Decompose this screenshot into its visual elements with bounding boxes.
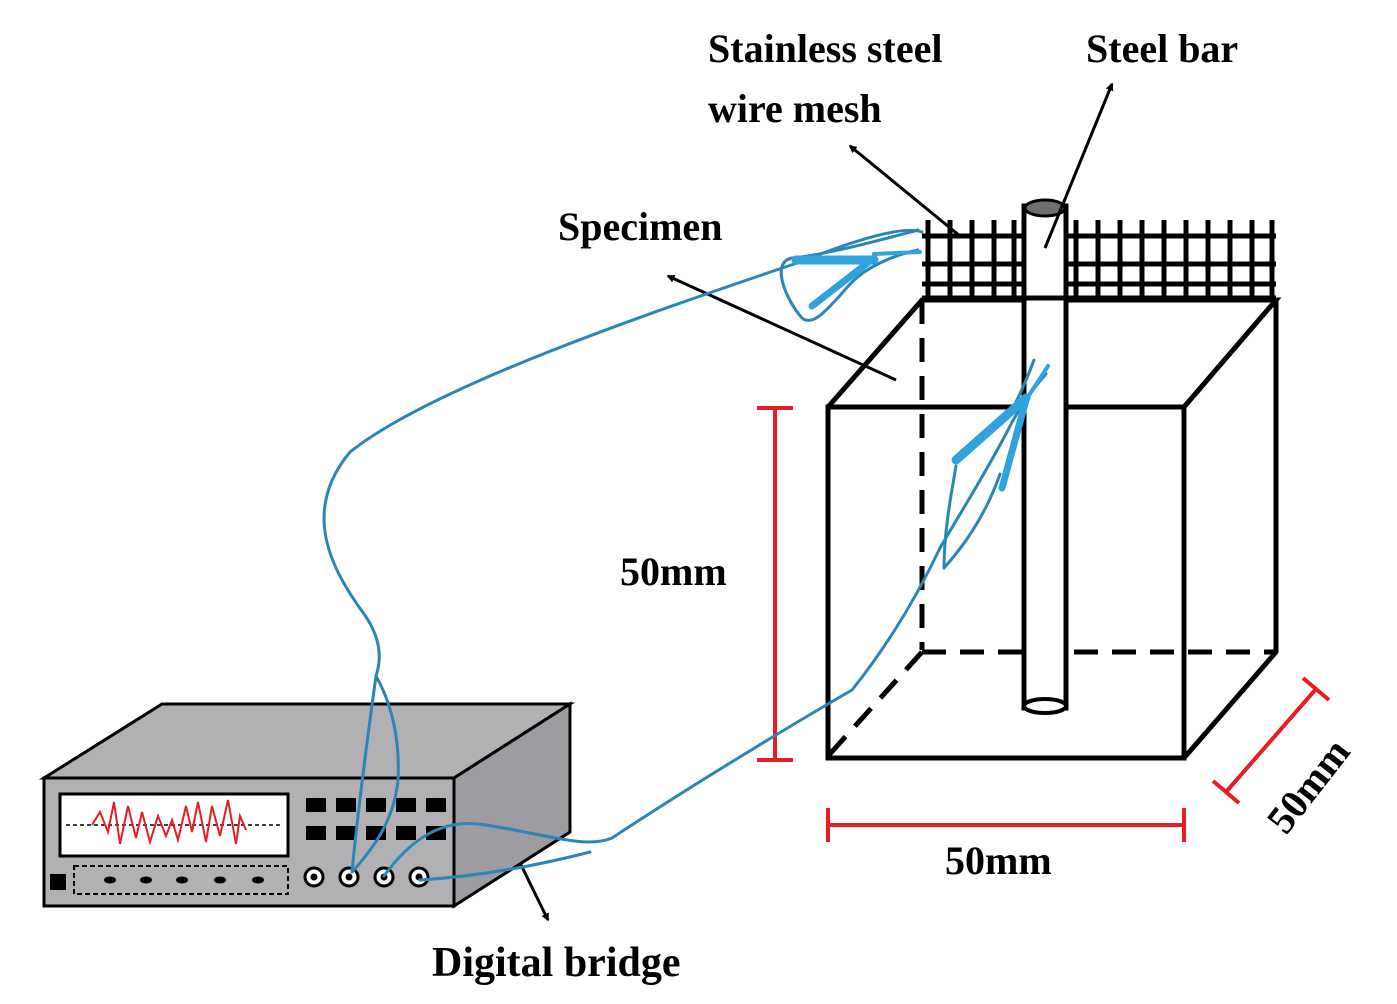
mesh-leader-arrow xyxy=(848,144,961,238)
specimen-cube xyxy=(825,297,1282,761)
lead-wire-top-loop xyxy=(779,228,920,322)
mesh-label-line1: Stainless steel xyxy=(708,26,942,71)
cube-hidden-depth-edge xyxy=(826,650,924,758)
device-knob xyxy=(252,876,264,884)
steel-bar-label: Steel bar xyxy=(1086,26,1238,71)
specimen-leader-arrow xyxy=(666,274,897,382)
device-knob xyxy=(214,876,226,884)
device-knob xyxy=(140,876,152,884)
device-key xyxy=(306,826,326,840)
dimension-width xyxy=(826,808,1186,842)
clip-specimen xyxy=(951,364,1050,492)
device-key xyxy=(366,798,386,812)
steel-bar-top-cap xyxy=(1023,198,1067,218)
device-key xyxy=(426,798,446,812)
device-key xyxy=(336,826,356,840)
lead-wire-right-branch xyxy=(350,674,400,874)
lead-wire-left-branch xyxy=(350,674,378,874)
clip-top xyxy=(791,250,922,310)
dimension-depth-cap xyxy=(1211,779,1241,805)
clip-top-jaw xyxy=(808,254,878,310)
stainless-steel-wire-mesh xyxy=(922,220,1276,301)
device-control-panel xyxy=(73,865,289,895)
lead-wire-specimen-end xyxy=(1014,358,1036,404)
steel-bar xyxy=(1021,198,1069,715)
lead-wire-bottom-tail xyxy=(418,850,592,882)
mesh-label-line2: wire mesh xyxy=(708,86,882,131)
device-power-switch xyxy=(50,874,66,890)
device-key xyxy=(336,798,356,812)
display-waveform xyxy=(91,799,247,846)
dimension-depth-line xyxy=(1224,687,1318,794)
terminal-inner xyxy=(310,873,318,881)
height-dimension-label: 50mm xyxy=(620,549,727,594)
device-knob xyxy=(176,876,188,884)
device-key xyxy=(306,798,326,812)
device-key xyxy=(366,826,386,840)
dimension-height xyxy=(757,406,793,762)
digital-bridge-device xyxy=(38,701,576,909)
device-knob xyxy=(104,876,116,884)
device-button-grid xyxy=(306,798,446,840)
digital-bridge-label: Digital bridge xyxy=(432,940,681,986)
terminal-inner xyxy=(345,873,353,881)
cube-right-face xyxy=(1182,300,1279,760)
device-key xyxy=(396,798,416,812)
depth-dimension-label: 50mm xyxy=(1258,730,1359,842)
clip-specimen-jaw xyxy=(998,396,1030,492)
steel-bar-bottom xyxy=(1022,697,1068,715)
test-leads xyxy=(322,228,1048,882)
dimension-depth xyxy=(1211,676,1331,805)
dimension-depth-cap xyxy=(1301,676,1331,702)
device-key xyxy=(396,826,416,840)
width-dimension-label: 50mm xyxy=(945,838,1052,883)
lead-wire-top xyxy=(322,228,924,678)
lead-wire-bottom xyxy=(382,372,1048,878)
clip-specimen-arm xyxy=(1024,364,1050,402)
cube-front-face xyxy=(825,404,1187,761)
clip-specimen-jaw xyxy=(951,393,1031,465)
clip-top-arm xyxy=(872,250,922,256)
steel-bar-leader-arrow xyxy=(1043,82,1114,249)
specimen-label: Specimen xyxy=(558,204,722,249)
steel-bar-body xyxy=(1021,203,1069,711)
lead-wire-specimen-loop xyxy=(942,464,1002,570)
